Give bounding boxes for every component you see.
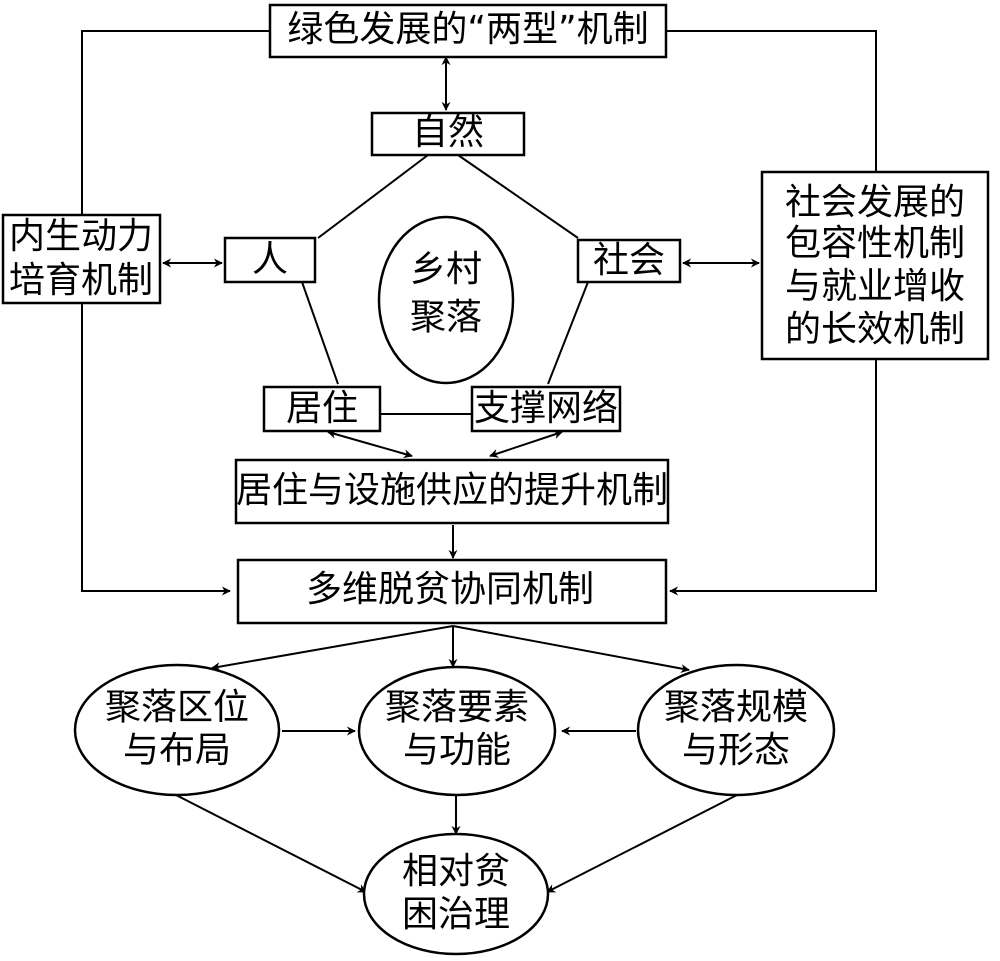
node-support-network: 支撑网络 — [470, 385, 622, 433]
node-social-inclusive-line1: 社会发展的 — [785, 182, 965, 223]
node-relative-poverty-line2: 困治理 — [402, 894, 510, 935]
node-location-layout: 聚落区位 与布局 — [73, 663, 281, 797]
arrow-support-facility — [489, 430, 563, 458]
node-support-network-label: 支撑网络 — [474, 388, 618, 429]
node-location-layout-line2: 与布局 — [123, 730, 231, 771]
node-elements-function-line2: 与功能 — [403, 730, 511, 771]
node-scale-form: 聚落规模 与形态 — [636, 663, 836, 797]
arrow-synergy-scale — [452, 625, 690, 673]
node-social-inclusive: 社会发展的 包容性机制 与就业增收 的长效机制 — [760, 170, 990, 361]
node-scale-form-line2: 与形态 — [682, 730, 790, 771]
node-green-mechanism-label: 绿色发展的“两型”机制 — [287, 9, 648, 50]
node-endogenous-line1: 内生动力 — [9, 216, 153, 257]
node-nature: 自然 — [370, 111, 526, 157]
pentagon-edge-society-support — [547, 281, 589, 385]
arrow-location-poverty — [175, 794, 367, 893]
node-endogenous-line2: 培育机制 — [9, 260, 153, 301]
pentagon-edge-nature-society — [457, 154, 579, 239]
node-relative-poverty-line1: 相对贫 — [402, 851, 510, 892]
pentagon-edge-nature-people — [317, 154, 429, 239]
node-living-facility: 居住与设施供应的提升机制 — [234, 458, 670, 525]
node-social-inclusive-line2: 包容性机制 — [785, 223, 965, 264]
node-people-label: 人 — [252, 239, 288, 280]
node-nature-label: 自然 — [412, 112, 484, 153]
node-living: 居住 — [262, 385, 382, 433]
node-village-line1: 乡村 — [410, 249, 482, 290]
node-location-layout-line1: 聚落区位 — [105, 687, 249, 728]
node-living-label: 居住 — [286, 388, 358, 429]
node-society-label: 社会 — [593, 240, 665, 281]
node-poverty-synergy: 多维脱贫协同机制 — [236, 558, 668, 625]
node-village: 乡村 聚落 — [377, 215, 515, 385]
loop-left — [81, 30, 270, 596]
node-social-inclusive-line4: 的长效机制 — [785, 309, 965, 350]
node-social-inclusive-line3: 与就业增收 — [785, 266, 965, 307]
arrow-synergy-location — [211, 625, 454, 672]
node-poverty-synergy-label: 多维脱贫协同机制 — [306, 569, 594, 610]
node-green-mechanism: 绿色发展的“两型”机制 — [268, 3, 668, 59]
node-endogenous: 内生动力 培育机制 — [1, 213, 162, 305]
node-relative-poverty: 相对贫 困治理 — [362, 832, 550, 956]
node-village-line2: 聚落 — [410, 297, 482, 338]
node-scale-form-line1: 聚落规模 — [664, 687, 808, 728]
node-elements-function: 聚落要素 与功能 — [357, 665, 557, 797]
loop-right-lower — [669, 359, 877, 596]
loop-right — [666, 30, 877, 172]
arrow-living-facility — [327, 429, 413, 459]
node-elements-function-line1: 聚落要素 — [385, 687, 529, 728]
node-society: 社会 — [576, 238, 682, 284]
pentagon-edge-people-living — [301, 281, 339, 385]
node-living-facility-label: 居住与设施供应的提升机制 — [236, 470, 668, 511]
node-people: 人 — [223, 236, 317, 284]
arrow-scale-poverty — [546, 794, 738, 893]
